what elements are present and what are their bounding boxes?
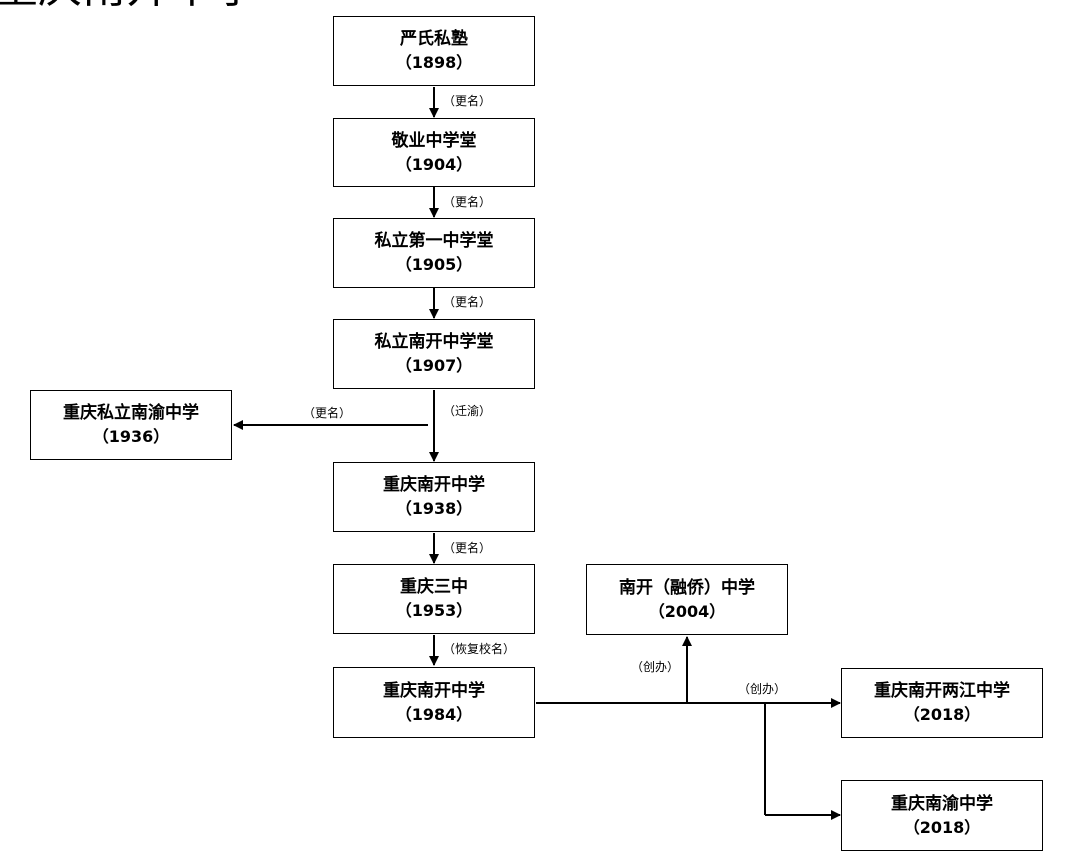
node-chongqing-sanzhong-1953: 重庆三中 （1953） [333, 564, 535, 634]
node-yanshi-sishu: 严氏私塾 （1898） [333, 16, 535, 86]
node-chongqing-nankai-1984: 重庆南开中学 （1984） [333, 667, 535, 738]
edge-label-found-2018: （创办） [738, 682, 787, 696]
node-year: （1984） [395, 704, 473, 724]
node-year: （2018） [903, 817, 981, 837]
node-sili-nankai-zhongxuetang: 私立南开中学堂 （1907） [333, 319, 535, 389]
node-year: （1907） [395, 356, 473, 375]
node-year: （1936） [92, 427, 170, 446]
node-name: 重庆南开中学 [383, 475, 485, 495]
edge-label-rename: （更名） [443, 94, 492, 108]
node-chongqing-nankai-liangjiang-2018: 重庆南开两江中学 （2018） [841, 668, 1043, 738]
node-name: 重庆三中 [400, 577, 468, 597]
edge-label-rename-to-nanyu: （更名） [303, 406, 352, 420]
node-name: 重庆南开两江中学 [874, 681, 1010, 701]
node-name: 敬业中学堂 [391, 130, 477, 151]
page-title: 重庆南开中学 [0, 0, 258, 10]
node-name: 南开（融侨）中学 [619, 577, 755, 598]
node-jingye-zhongxuetang: 敬业中学堂 （1904） [333, 118, 535, 187]
node-name: 重庆南开中学 [383, 680, 485, 701]
node-sili-diyi-zhongxuetang: 私立第一中学堂 （1905） [333, 218, 535, 288]
node-year: （1938） [395, 499, 473, 518]
node-chongqing-nankai-1938: 重庆南开中学 （1938） [333, 462, 535, 532]
node-name: 私立第一中学堂 [374, 231, 494, 251]
node-chongqing-nanyu-2018: 重庆南渝中学 （2018） [841, 780, 1043, 851]
edge-label-rename: （更名） [443, 295, 492, 309]
edge-label-rename: （更名） [443, 541, 492, 555]
node-year: （1953） [395, 601, 473, 620]
node-name: 重庆南渝中学 [891, 793, 993, 814]
edge-label-restore-name: （恢复校名） [443, 642, 516, 656]
node-name: 严氏私塾 [400, 29, 468, 49]
edge-label-rename: （更名） [443, 195, 492, 209]
node-year: （1898） [395, 53, 473, 72]
node-year: （2018） [903, 705, 981, 724]
node-year: （1904） [395, 154, 473, 174]
edge-label-relocate: （迁渝） [443, 404, 492, 418]
edge-label-found-rongqiao: （创办） [631, 660, 680, 674]
node-name: 私立南开中学堂 [374, 332, 494, 352]
node-nankai-rongqiao-2004: 南开（融侨）中学 （2004） [586, 564, 788, 635]
node-year: （2004） [648, 601, 726, 621]
node-chongqing-sili-nanyu-1936: 重庆私立南渝中学 （1936） [30, 390, 232, 460]
node-name: 重庆私立南渝中学 [63, 403, 199, 423]
node-year: （1905） [395, 255, 473, 274]
